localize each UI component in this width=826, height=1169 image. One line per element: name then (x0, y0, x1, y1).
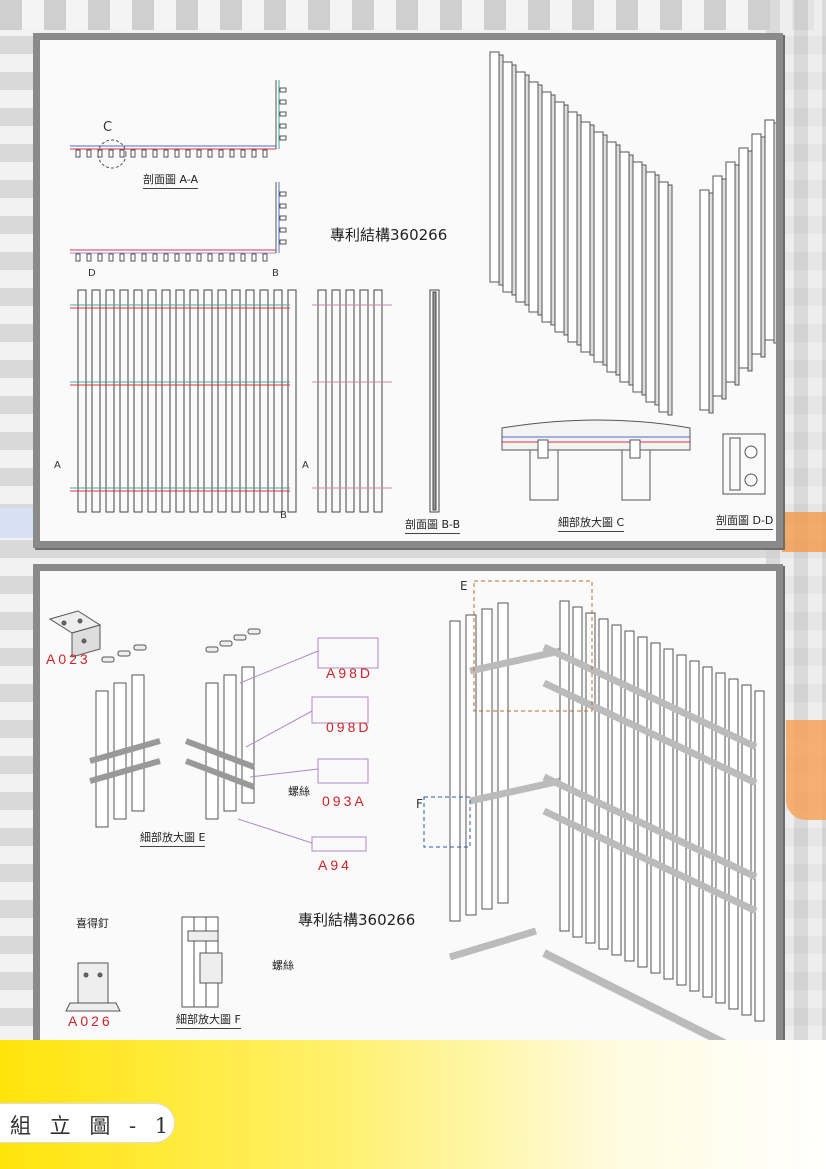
label-detail-f: 細部放大圖 F (176, 1011, 241, 1029)
label-screw-2: 螺絲 (272, 959, 294, 972)
top-drawing-svg (70, 51, 776, 513)
code-a023: A023 (46, 651, 91, 667)
mark-d: D (88, 268, 96, 279)
label-section-aa: 剖面圖 A-A (143, 171, 199, 189)
mark-f: F (416, 797, 423, 811)
front-elevation-drawing (70, 289, 297, 513)
mark-c: C (103, 120, 113, 135)
code-098d: 098D (326, 719, 372, 735)
mark-e: E (460, 579, 468, 593)
side-elevation-drawing (312, 289, 392, 513)
code-a98d: A98D (326, 665, 374, 681)
section-aa-drawing (70, 80, 287, 169)
footer-title-tab (0, 1104, 174, 1142)
detail-c-drawing (501, 419, 691, 501)
background-top-stripes (0, 0, 826, 30)
patent-label-bottom: 專利結構360266 (298, 911, 416, 929)
isometric-exploded-fence (448, 600, 765, 1055)
patent-label-top: 專利結構360266 (330, 226, 448, 244)
isometric-fence-drawing (489, 51, 776, 416)
mark-a-right: A (302, 460, 309, 471)
profile-callouts (237, 637, 379, 852)
code-a94: A94 (318, 857, 352, 873)
side-orange-accent (782, 512, 826, 552)
side-orange-accent-lower (786, 720, 826, 820)
label-detail-c: 細部放大圖 C (558, 514, 625, 532)
dashed-box-f (423, 796, 471, 848)
bottom-drawing-svg (48, 580, 765, 1055)
bracket-a023-icon (48, 610, 102, 658)
mark-b-bottom: B (280, 510, 287, 521)
section-dd-drawing (722, 433, 766, 495)
dashed-box-e (473, 580, 593, 712)
code-093a: 093A (322, 793, 367, 809)
label-rivet: 喜得釘 (76, 917, 109, 930)
section-plan-2 (70, 182, 287, 262)
side-blue-accent (0, 508, 33, 538)
mark-a-left: A (54, 460, 61, 471)
label-screw-1: 螺絲 (288, 785, 310, 798)
label-detail-e: 細部放大圖 E (140, 829, 206, 847)
code-a026: A026 (68, 1013, 113, 1029)
section-bb-drawing (429, 289, 440, 513)
top-drawing-panel: C 剖面圖 A-A 專利結構360266 D B A A B 剖面圖 B-B 細… (33, 33, 783, 548)
detail-e-drawing (89, 628, 261, 828)
mark-b-top: B (272, 268, 279, 279)
detail-f-drawing (181, 916, 223, 1008)
bracket-a026-icon (65, 962, 121, 1012)
page-title: 組 立 圖 - 1 (10, 1114, 175, 1138)
label-section-dd: 剖面圖 D-D (716, 512, 774, 530)
bottom-drawing-panel: A023 A98D 098D 螺絲 093A 細部放大圖 E A94 專利結構3… (33, 564, 783, 1079)
label-section-bb: 剖面圖 B-B (405, 516, 461, 534)
